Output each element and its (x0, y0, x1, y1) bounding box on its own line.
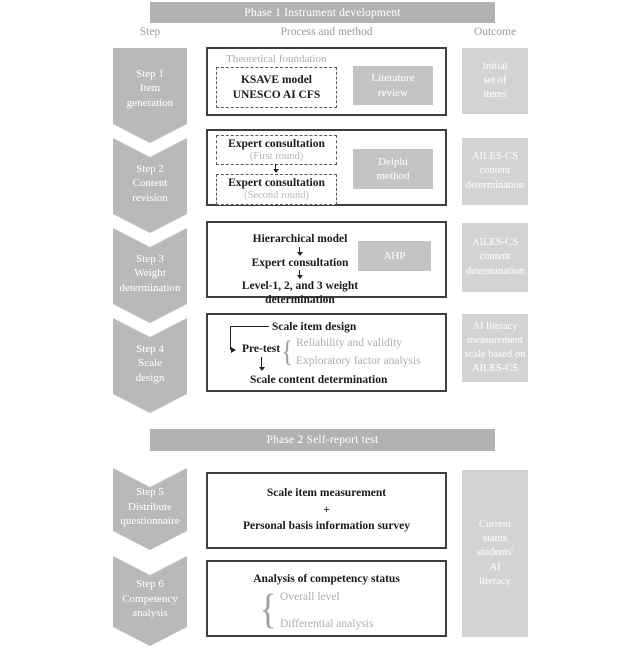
delphi-method-box: Delphi method (353, 149, 433, 189)
column-header-outcome: Outcome (473, 26, 517, 38)
differential-analysis-text: Differential analysis (280, 618, 374, 630)
down-arrow-icon (296, 270, 303, 279)
column-header-process: Process and method (280, 26, 373, 38)
outcome-ailes-cs-content-1: AILES-CS content determination (462, 138, 528, 205)
down-arrow-icon (258, 357, 265, 371)
brace-icon: { (259, 587, 277, 633)
process-box-distribute-questionnaire: Scale item measurement + Personal basis … (206, 472, 447, 549)
expert-consultation-first-text: Expert consultation (228, 137, 325, 150)
down-arrow-icon (272, 164, 279, 173)
phase2-title: Phase 2 Self-report test (266, 434, 379, 446)
expert-consultation-second-box: Expert consultation (Second round) (216, 174, 337, 205)
ahp-box: AHP (358, 241, 431, 271)
theoretical-foundation-label: Theoretical foundation (226, 53, 327, 65)
column-header-step: Step (139, 26, 161, 38)
personal-basis-survey-text: Personal basis information survey (242, 520, 411, 533)
ksave-unesco-text: KSAVE model UNESCO AI CFS (232, 74, 321, 101)
step-2-chevron: Step 2 Content revision (113, 138, 187, 233)
reliability-validity-text: Reliability and validity (296, 337, 403, 349)
analysis-competency-status-text: Analysis of competency status (253, 573, 400, 585)
process-box-weight-determination: Hierarchical model Expert consultation L… (206, 221, 447, 306)
expert-consultation-text: Expert consultation (251, 257, 349, 269)
overall-level-text: Overall level (280, 591, 340, 603)
process-box-competency-analysis: Analysis of competency status { Overall … (206, 560, 447, 637)
phase2-banner: Phase 2 Self-report test (150, 429, 495, 451)
brace-icon: { (281, 335, 294, 368)
exploratory-factor-text: Exploratory factor analysis (296, 355, 421, 367)
step-3-chevron: Step 3 Weight determination (113, 228, 187, 323)
hierarchical-model-text: Hierarchical model (252, 233, 348, 245)
first-round-text: (First round) (249, 150, 304, 162)
elbow-arrow-icon (230, 326, 269, 353)
expert-consultation-first-box: Expert consultation (First round) (216, 135, 337, 165)
plus-sign: + (323, 503, 330, 516)
outcome-initial-items: Initial set of items (462, 48, 528, 114)
process-box-item-generation: Theoretical foundation KSAVE model UNESC… (206, 47, 447, 116)
process-box-content-revision: Expert consultation (First round) Expert… (206, 129, 447, 206)
phase1-banner: Phase 1 Instrument development (150, 2, 495, 23)
ksave-unesco-dashed-box: KSAVE model UNESCO AI CFS (216, 67, 337, 108)
step-5-chevron: Step 5 Distribute questionnaire (113, 468, 187, 550)
level-weight-text: Level-1, 2, and 3 weight determination (241, 280, 359, 306)
scale-content-determination-text: Scale content determination (250, 374, 388, 386)
step-6-chevron: Step 6 Competency analysis (113, 556, 187, 646)
scale-item-measurement-text: Scale item measurement (266, 486, 387, 499)
outcome-current-status: Current status students' AI literacy (462, 470, 528, 637)
second-round-text: (Second round) (243, 190, 310, 202)
phase1-title: Phase 1 Instrument development (244, 6, 401, 19)
step-4-chevron: Step 4 Scale design (113, 318, 187, 413)
outcome-ai-literacy-scale: AI literacy measurement scale based on A… (462, 314, 528, 382)
step-1-chevron: Step 1 Item generation (113, 48, 187, 143)
literature-review-box: Literature review (353, 66, 433, 105)
outcome-ailes-cs-content-2: AILES-CS content determination (462, 223, 528, 292)
process-box-scale-design: Scale item design Pre-test { Reliability… (206, 313, 447, 392)
down-arrow-icon (296, 247, 303, 256)
scale-item-design-text: Scale item design (272, 321, 357, 333)
pretest-text: Pre-test (242, 343, 281, 355)
expert-consultation-second-text: Expert consultation (228, 177, 325, 190)
